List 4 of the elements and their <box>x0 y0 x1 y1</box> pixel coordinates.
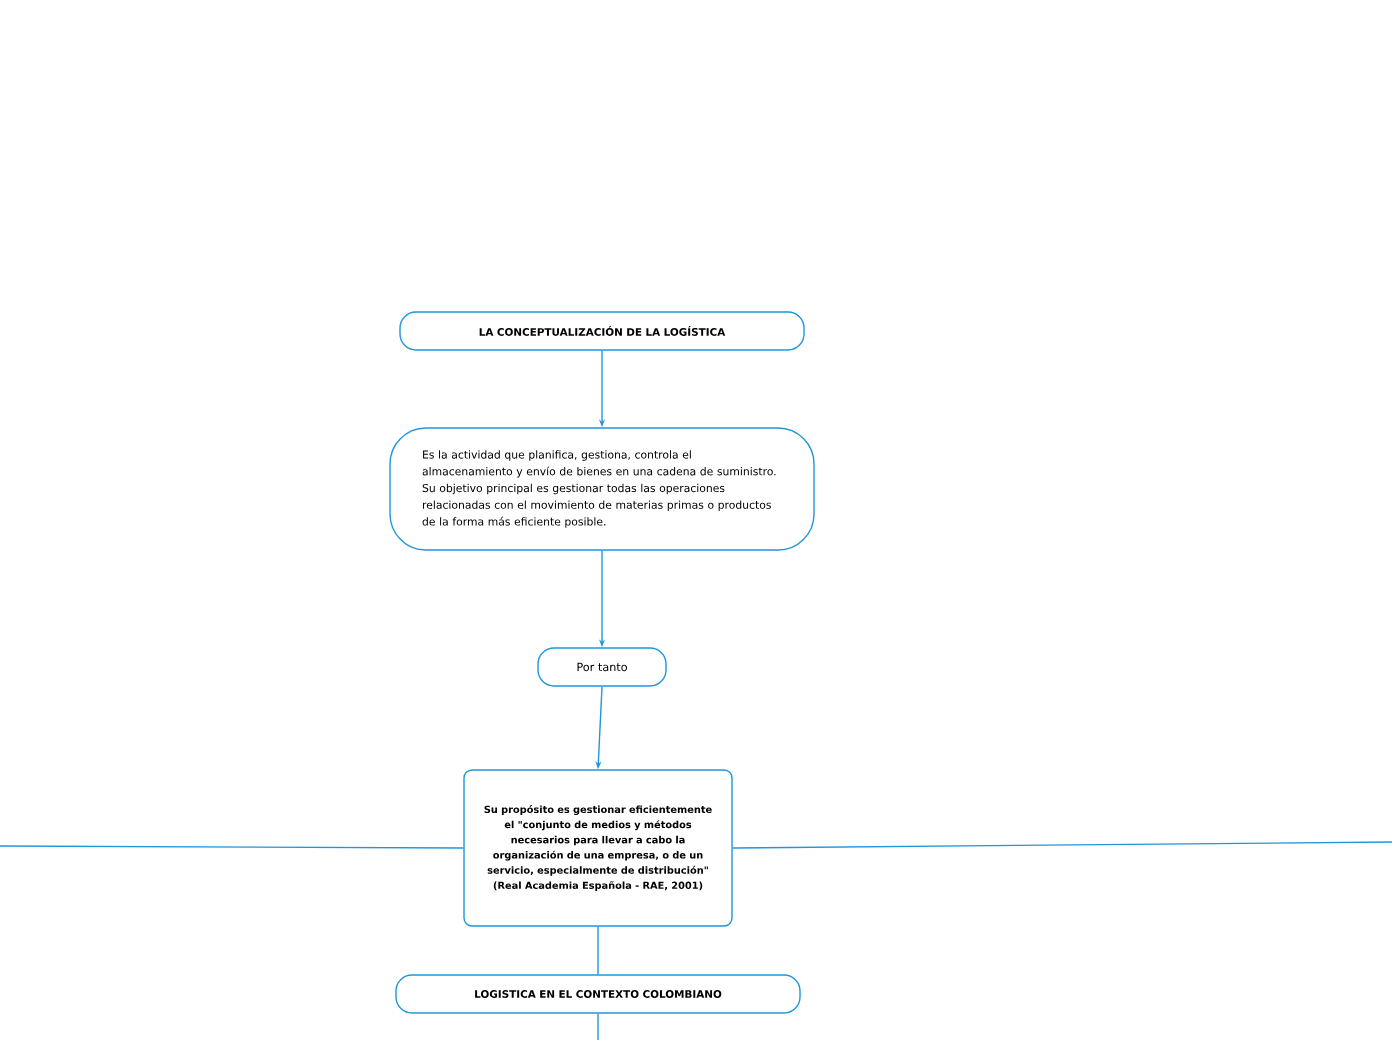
connector <box>597 1013 599 1040</box>
connector <box>0 845 464 849</box>
connector <box>732 841 1392 849</box>
connector <box>597 926 599 975</box>
